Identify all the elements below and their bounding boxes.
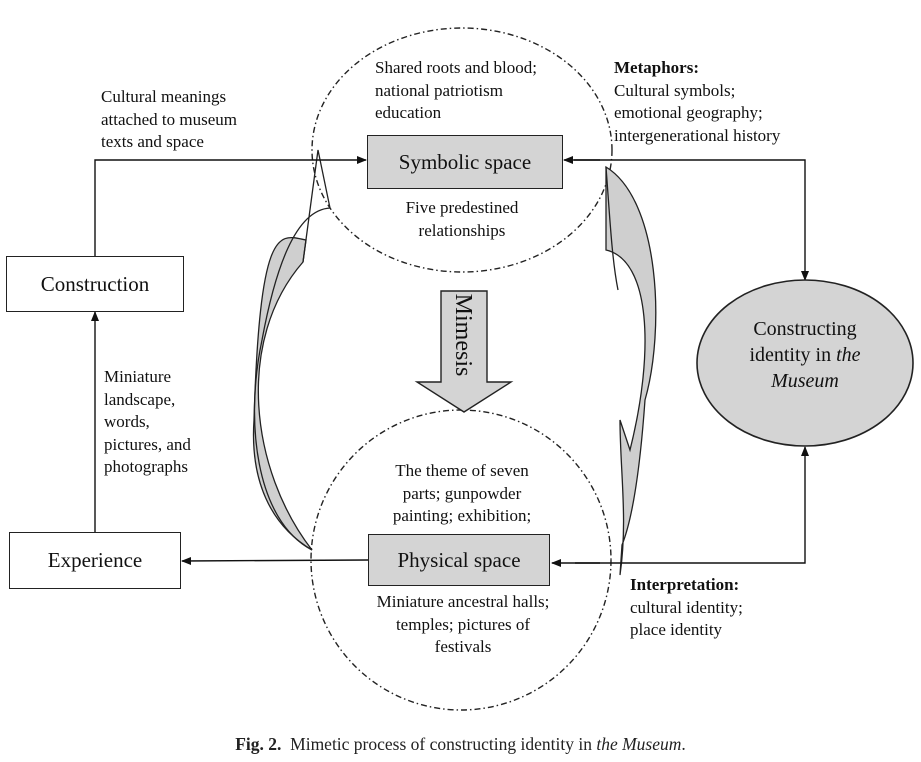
construction-box: Construction [6,256,184,312]
identity-line-3-italic: Museum [771,370,839,392]
identity-line-1: Constructing [753,318,857,340]
symbolic-below-line-1: Five predestined [405,198,519,217]
caption-italic: the Museum [596,734,682,754]
interpretation-text: Interpretation: cultural identity; place… [630,574,743,642]
physical-above-line-2: parts; gunpowder [402,483,522,503]
symbolic-above-text: Shared roots and blood; national patriot… [375,57,537,125]
symbolic-to-identity-arrow [574,159,809,281]
miniature-line-4: pictures, and [104,434,191,454]
left-swoosh-arrow [252,236,313,551]
miniature-line-3: words, [104,412,150,431]
symbolic-space-label: Symbolic space [398,149,532,174]
mimesis-label: Mimesis [450,293,476,377]
physical-below-line-2: temples; pictures of [395,614,531,634]
left-swoosh-outline [253,149,331,551]
caption-end: . [681,734,686,754]
identity-line-3: Museum [712,368,898,394]
identity-ellipse-text: Constructing identity in the Museum [712,316,898,394]
physical-below-line-3: festivals [434,637,492,656]
miniature-line-1: Miniature [104,367,172,386]
right-swoosh-arrow [605,165,657,576]
symbolic-above-line-1: Shared roots and blood; [375,58,537,77]
cultural-meanings-text: Cultural meanings attached to museum tex… [101,86,237,154]
cultural-meanings-line-2: attached to museum [101,109,237,129]
symbolic-above-line-3: education [375,103,442,122]
metaphors-line-3: intergenerational history [614,125,781,145]
identity-line-2: identity in the [712,342,898,368]
physical-space-box: Physical space [368,534,550,586]
identity-ellipse [696,279,914,447]
metaphors-heading: Metaphors: [614,58,699,77]
right-swoosh-outline [605,166,619,291]
experience-box: Experience [9,532,181,589]
caption-text: Mimetic process of constructing identity… [290,734,597,754]
symbolic-below-text: Five predestined relationships [372,197,552,242]
physical-above-text: The theme of seven parts; gunpowder pain… [362,460,562,528]
metaphors-line-1: Cultural symbols; [614,80,736,100]
symbolic-above-line-2: national patriotism [375,80,503,100]
miniature-line-2: landscape, [104,389,176,409]
mimesis-arrow [414,290,514,413]
caption-label: Fig. 2. [235,734,282,754]
symbolic-space-box: Symbolic space [367,135,563,189]
cultural-meanings-line-3: texts and space [101,132,204,151]
interpretation-line-2: place identity [630,620,723,639]
physical-space-label: Physical space [397,547,521,572]
physical-above-line-3: painting; exhibition; [392,506,532,525]
physical-below-line-1: Miniature ancestral halls; [376,592,550,611]
symbolic-below-line-2: relationships [418,220,506,240]
physical-to-identity-arrow [575,446,809,564]
metaphors-line-2: emotional geography; [614,103,763,122]
interpretation-heading: Interpretation: [630,575,740,594]
physical-to-experience-arrow [181,556,369,565]
physical-above-line-1: The theme of seven [395,461,529,480]
physical-below-text: Miniature ancestral halls; temples; pict… [352,591,574,659]
construction-label: Construction [40,271,150,296]
identity-line-2-italic: the [836,344,861,366]
metaphors-text: Metaphors: Cultural symbols; emotional g… [614,57,780,147]
upper-circle [311,27,613,273]
construction-to-symbolic-arrow [94,156,367,256]
interpretation-line-1: cultural identity; [630,597,743,617]
cultural-meanings-line-1: Cultural meanings [101,87,227,106]
miniature-text: Miniature landscape, words, pictures, an… [104,366,191,479]
miniature-line-5: photographs [104,457,189,476]
experience-label: Experience [47,548,143,572]
identity-line-2-plain: identity in [749,344,837,366]
figure-caption: Fig. 2. Mimetic process of constructing … [0,734,921,755]
